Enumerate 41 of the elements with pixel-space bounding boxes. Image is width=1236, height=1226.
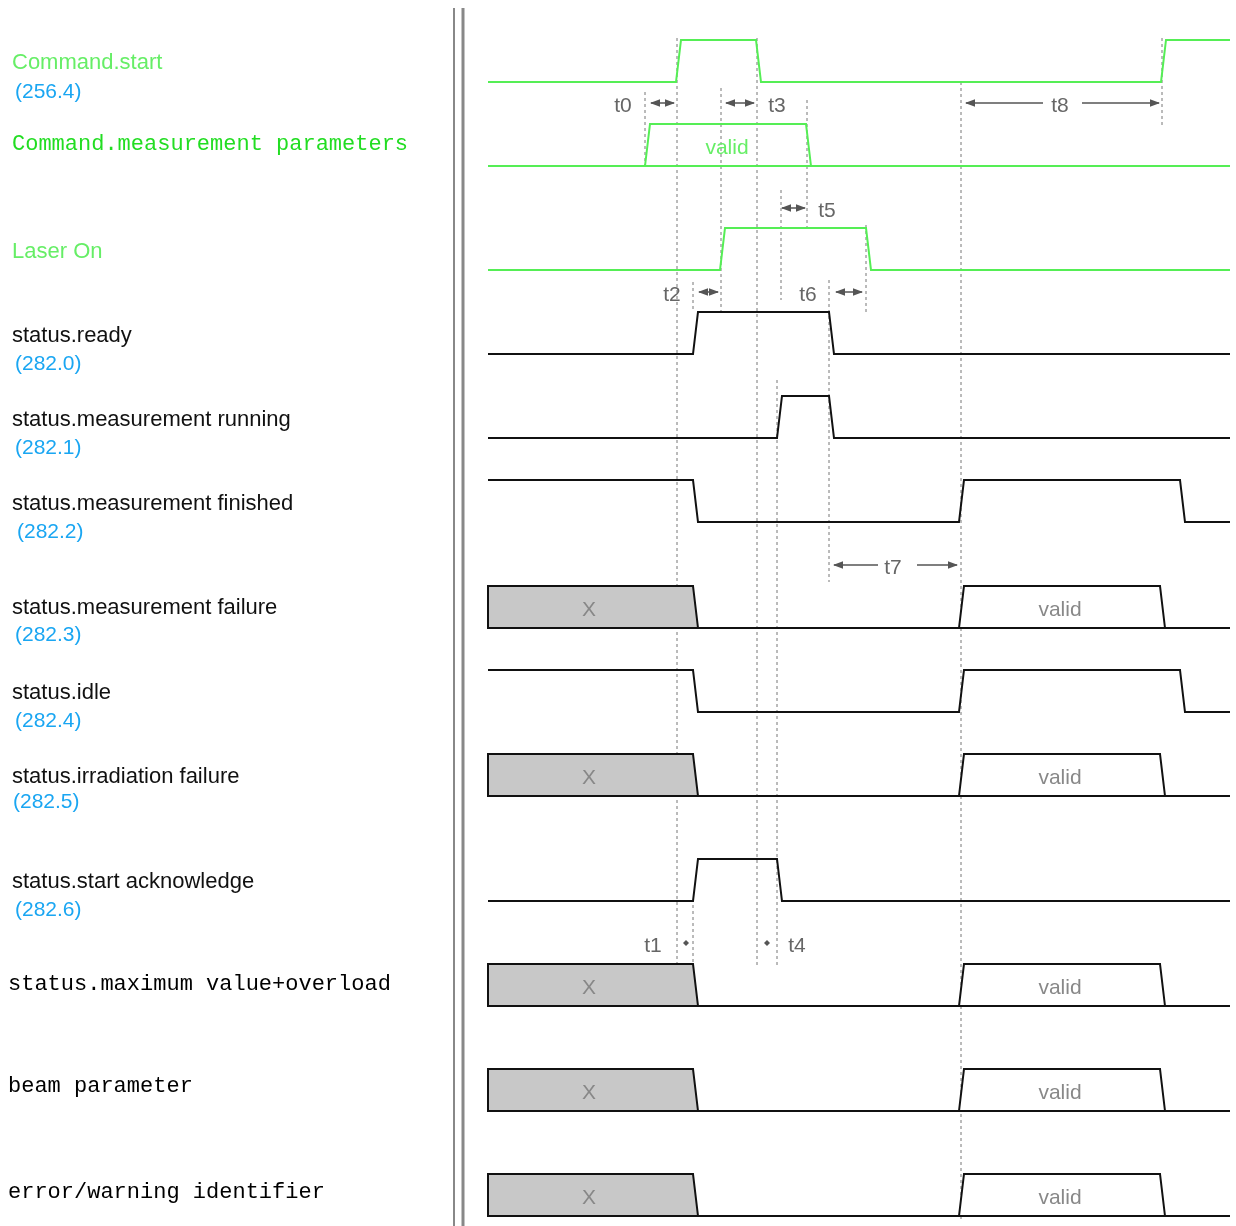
timing-label: t0 bbox=[614, 93, 632, 115]
bus-value: valid bbox=[705, 135, 749, 157]
bus-value: valid bbox=[1038, 765, 1082, 787]
bus-value: valid bbox=[1038, 1080, 1082, 1102]
signal-name: status.measurement running bbox=[12, 408, 291, 430]
bus-value: valid bbox=[1038, 1185, 1082, 1207]
signal-name: status.measurement failure bbox=[12, 596, 278, 618]
timing-label: t5 bbox=[818, 198, 836, 220]
signal-name: status.start acknowledge bbox=[12, 870, 255, 892]
signal-name: status.measurement finished bbox=[12, 492, 294, 514]
bus-value: X bbox=[582, 975, 596, 997]
timing-label: t4 bbox=[788, 933, 806, 955]
timing-label: t1 bbox=[644, 933, 662, 955]
signal-name: status.irradiation failure bbox=[12, 765, 240, 787]
register-address: (282.1) bbox=[15, 435, 82, 457]
bus-value: valid bbox=[1038, 597, 1082, 619]
register-address: (282.0) bbox=[15, 351, 82, 373]
timing-label: t3 bbox=[768, 93, 786, 115]
bus-value: X bbox=[582, 765, 596, 787]
register-address: (282.4) bbox=[15, 708, 82, 730]
register-address: (282.5) bbox=[13, 789, 80, 811]
register-address: (282.6) bbox=[15, 897, 82, 919]
timing-label: t6 bbox=[799, 282, 817, 304]
signal-name: Command.start bbox=[12, 51, 163, 73]
timing-label: t2 bbox=[663, 282, 681, 304]
register-address: (282.2) bbox=[17, 519, 84, 541]
timing-label: t8 bbox=[1051, 93, 1069, 115]
signal-name: beam parameter bbox=[8, 1076, 193, 1098]
bus-value: X bbox=[582, 597, 596, 619]
register-address: (282.3) bbox=[15, 622, 82, 644]
signal-name: status.ready bbox=[12, 324, 132, 346]
bus-value: X bbox=[582, 1185, 596, 1207]
bus-value: valid bbox=[1038, 975, 1082, 997]
signal-name: status.maximum value+overload bbox=[8, 974, 391, 996]
timing-label: t7 bbox=[884, 555, 902, 577]
signal-name: Command.measurement parameters bbox=[12, 134, 409, 156]
signal-name: Laser On bbox=[12, 240, 103, 262]
signal-name: status.idle bbox=[12, 681, 112, 703]
register-address: (256.4) bbox=[15, 79, 82, 101]
bus-value: X bbox=[582, 1080, 596, 1102]
signal-name: error/warning identifier bbox=[8, 1182, 325, 1204]
